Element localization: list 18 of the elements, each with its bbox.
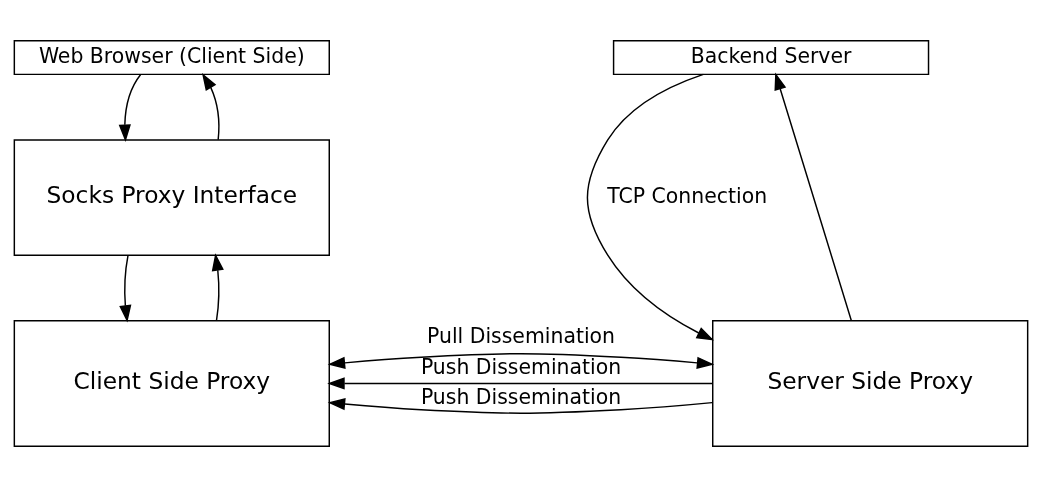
edge-label: Push Dissemination bbox=[420, 384, 622, 409]
arrow bbox=[327, 376, 714, 390]
node-box: Server Side Proxy bbox=[712, 319, 1029, 447]
node-box: Socks Proxy Interface bbox=[13, 138, 330, 256]
arrow bbox=[119, 254, 132, 323]
arrow bbox=[327, 352, 715, 369]
edge-label: TCP Connection bbox=[607, 183, 768, 208]
arrow bbox=[774, 72, 853, 321]
arrow bbox=[118, 73, 142, 142]
arrow bbox=[201, 72, 220, 140]
node-box: Backend Server bbox=[612, 39, 930, 75]
node-box: Web Browser (Client Side) bbox=[13, 39, 330, 75]
arrow bbox=[327, 397, 713, 414]
arrow bbox=[586, 73, 715, 340]
edge-label: Pull Dissemination bbox=[427, 323, 615, 348]
edge-label: Push Dissemination bbox=[420, 354, 622, 379]
node-box: Client Side Proxy bbox=[13, 319, 330, 447]
arrow bbox=[211, 252, 224, 321]
